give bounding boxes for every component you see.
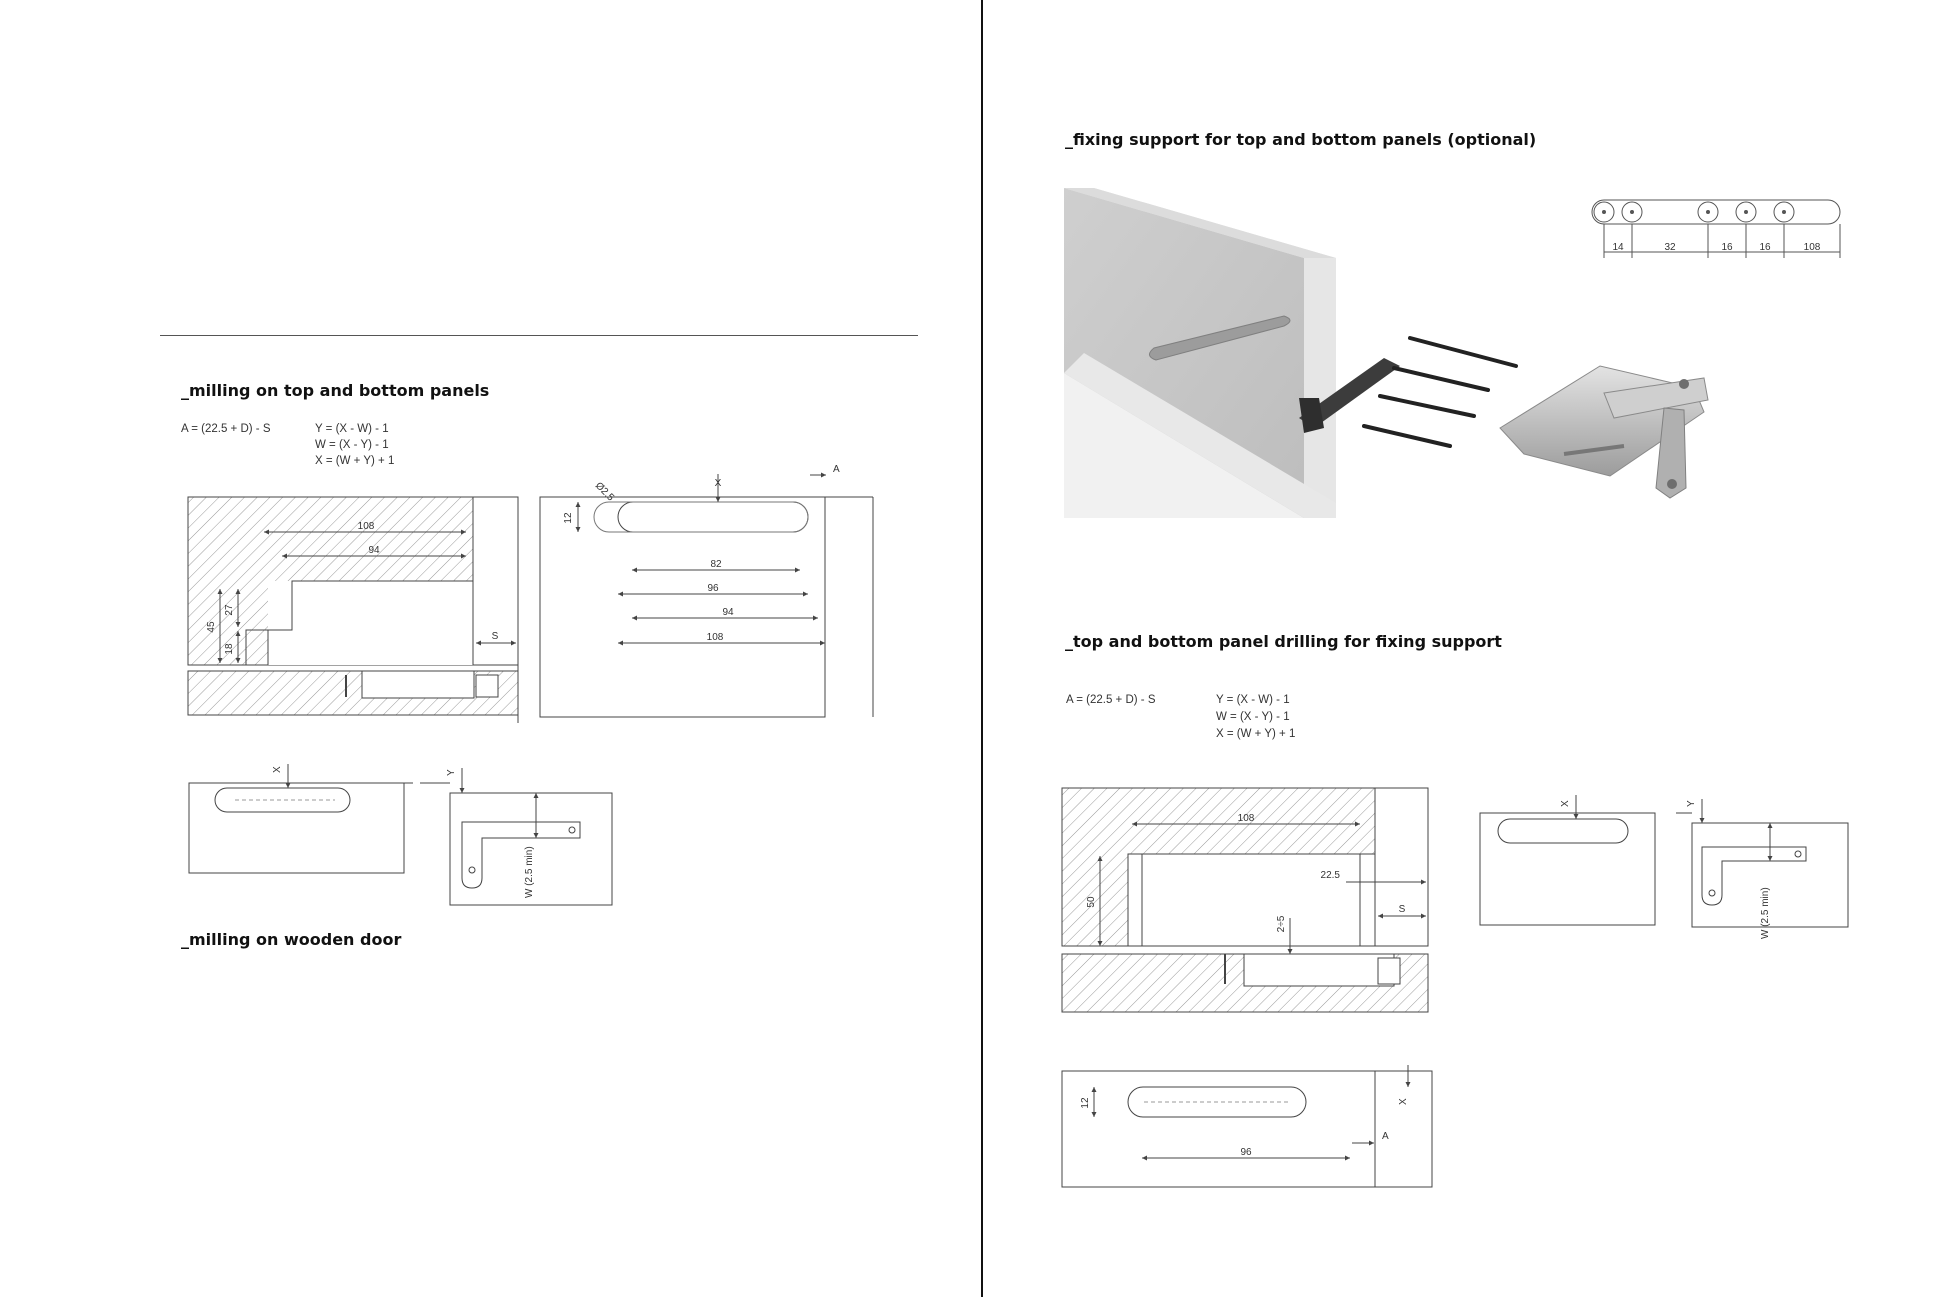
drill-dim-s: S	[1399, 904, 1406, 915]
hole-strip-drawing: 14 32 16 16 108	[1591, 199, 1841, 258]
dim-82: 82	[710, 559, 722, 570]
slot-y-detail-drawing: Y W (2.5 min)	[420, 768, 613, 906]
panel-slot-top-view-drawing: X Ø2.5 A 12 82 96 94 108	[539, 464, 874, 718]
drill-formula-y: Y = (X - W) - 1	[1216, 694, 1290, 706]
formula-a: A = (22.5 + D) - S	[181, 423, 271, 435]
drill-bottom-96: 96	[1240, 1147, 1252, 1158]
drill-slot-y-detail: Y W (2.5 min)	[1676, 799, 1849, 939]
drill-detail-x: X	[1560, 800, 1571, 807]
drill-formula-w: W = (X - Y) - 1	[1216, 711, 1290, 723]
slot-x-detail-drawing: X	[188, 764, 413, 874]
drill-dim-22-5: 22.5	[1321, 870, 1341, 881]
drilling-section-drawing: 108 50 22.5 2÷5 S	[1061, 787, 1429, 1013]
strip-dim-32: 32	[1664, 242, 1676, 253]
milling-panels-title: _milling on top and bottom panels	[181, 381, 490, 400]
section-rule	[160, 335, 918, 336]
dim-108: 108	[358, 521, 375, 532]
milling-door-title: _milling on wooden door	[181, 930, 402, 949]
dim-96: 96	[707, 583, 719, 594]
strip-dim-16a: 16	[1721, 242, 1733, 253]
dim-45: 45	[206, 621, 217, 633]
strip-dim-108: 108	[1804, 242, 1821, 253]
detail-w: W (2.5 min)	[524, 846, 535, 898]
dim-94: 94	[368, 545, 380, 556]
detail-x: X	[272, 766, 283, 773]
drill-formula-x: X = (W + Y) + 1	[1216, 728, 1296, 740]
drill-dim-2-5: 2÷5	[1276, 915, 1287, 932]
strip-dim-14: 14	[1612, 242, 1624, 253]
dim-94-top: 94	[722, 607, 734, 618]
dim-18: 18	[224, 643, 235, 655]
drill-dim-108: 108	[1238, 813, 1255, 824]
drilling-title: _top and bottom panel drilling for fixin…	[1065, 632, 1502, 651]
dim-a: A	[833, 464, 840, 475]
drill-bottom-slot-drawing: 12 96 X A	[1061, 1065, 1433, 1188]
formula-x: X = (W + Y) + 1	[315, 455, 395, 467]
formula-y: Y = (X - W) - 1	[315, 423, 389, 435]
drill-dim-50: 50	[1086, 896, 1097, 908]
dim-27: 27	[224, 604, 235, 616]
drill-formula-a: A = (22.5 + D) - S	[1066, 694, 1156, 706]
drill-bottom-12: 12	[1080, 1097, 1091, 1109]
dim-x: X	[715, 478, 722, 489]
dim-108-top: 108	[707, 632, 724, 643]
page-divider	[981, 0, 983, 1297]
panel-milling-section-drawing: 108 94 45 27 18 S	[187, 496, 530, 723]
dim-12: 12	[563, 512, 574, 524]
drill-detail-y: Y	[1686, 800, 1697, 807]
strip-dim-16b: 16	[1759, 242, 1771, 253]
drill-bottom-a: A	[1382, 1131, 1389, 1142]
dim-s: S	[492, 631, 499, 642]
fixing-support-title: _fixing support for top and bottom panel…	[1065, 130, 1537, 149]
drill-detail-w: W (2.5 min)	[1760, 887, 1771, 939]
formula-w: W = (X - Y) - 1	[315, 439, 389, 451]
fixing-support-render	[1064, 188, 1709, 518]
detail-y: Y	[446, 769, 457, 776]
drill-bottom-x: X	[1398, 1098, 1409, 1105]
drill-slot-x-detail: X	[1479, 795, 1656, 926]
